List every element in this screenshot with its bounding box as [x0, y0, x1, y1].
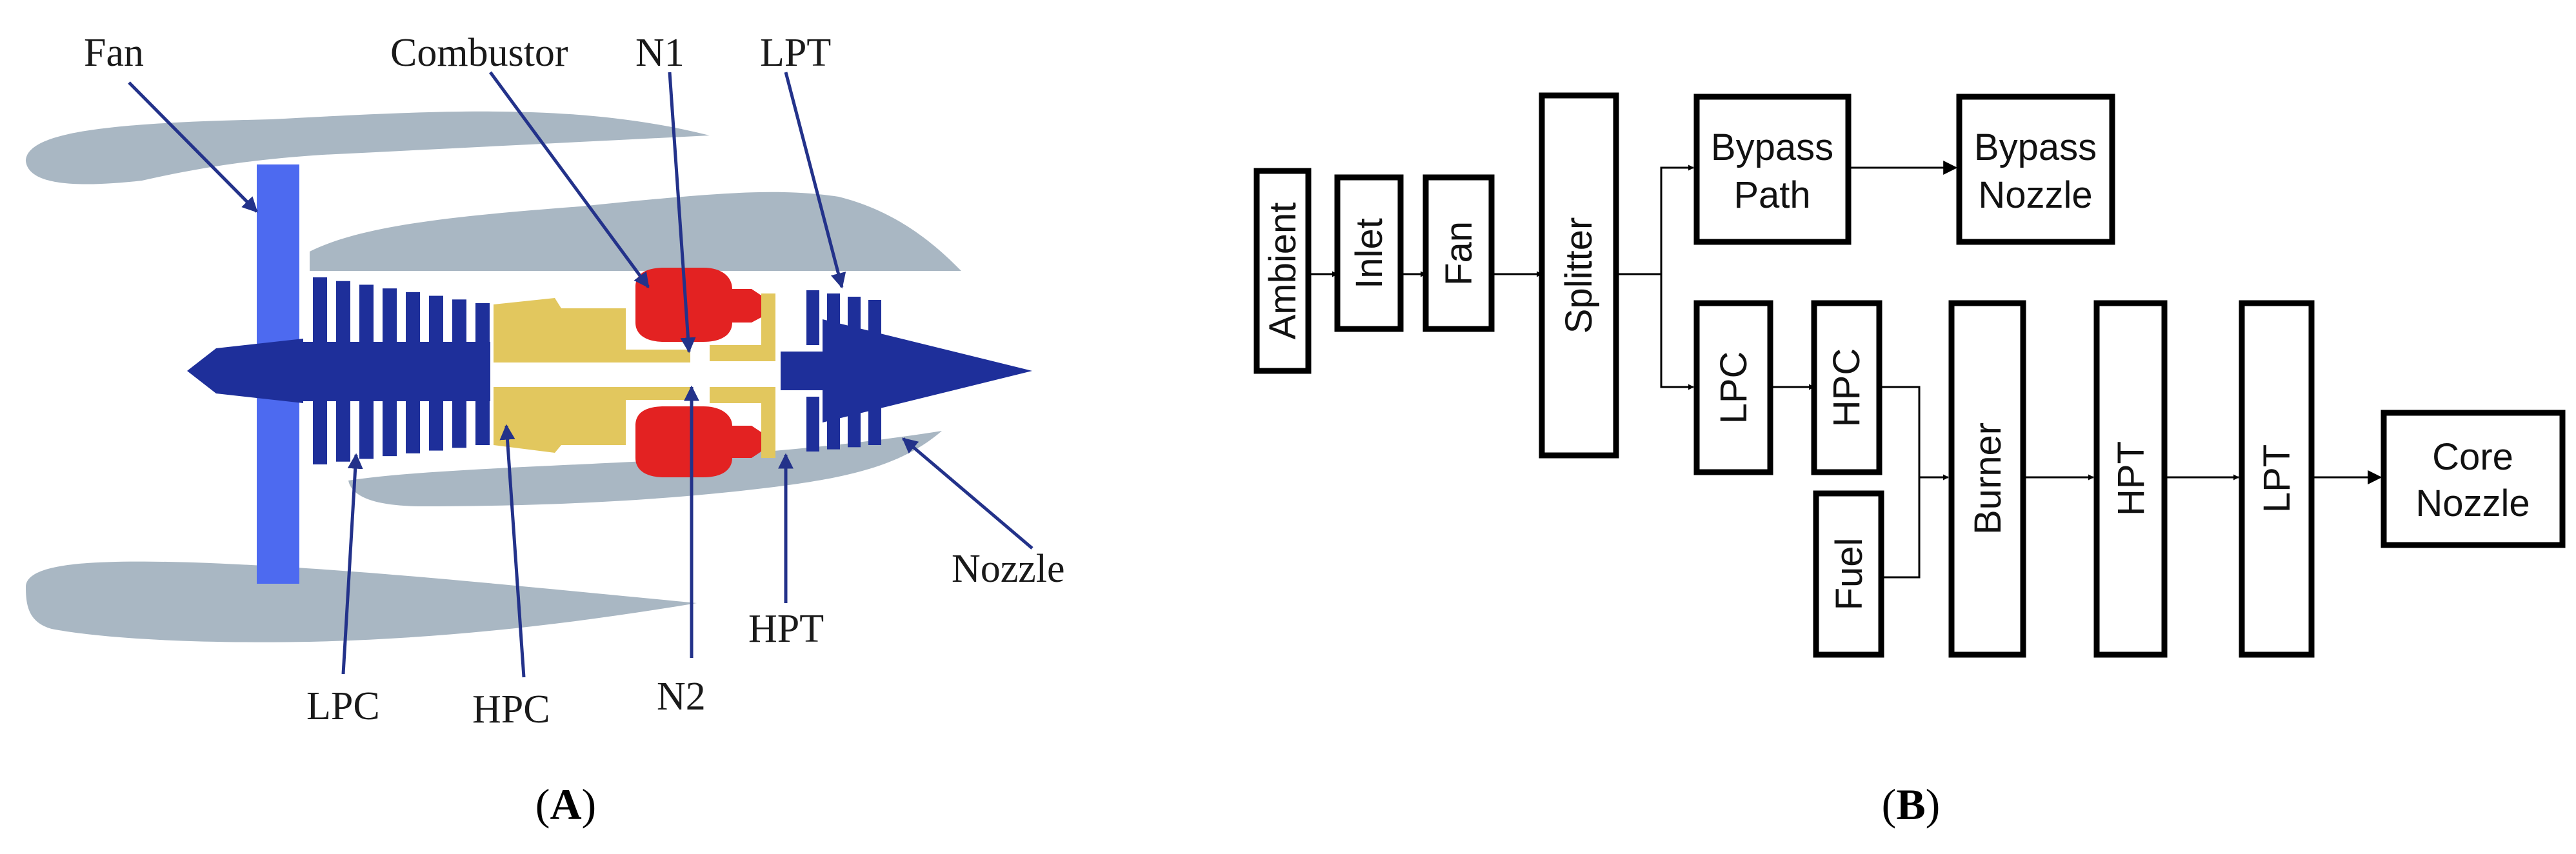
lpc-blade-lower-6 [429, 397, 443, 451]
block-hpc-label: HPC [1826, 348, 1868, 427]
block-bypass-nozzle-label-2: Nozzle [1978, 174, 2092, 216]
lpt-blade-lower-2 [827, 397, 840, 450]
block-fan [1423, 174, 1495, 332]
lpc-blade-lower-2 [336, 397, 350, 462]
lpc-blade-upper-3 [359, 284, 374, 345]
lpt-blade-lower-1 [806, 397, 819, 452]
block-hpc [1811, 300, 1882, 475]
lpt-stages [806, 290, 881, 452]
lpt-blade-lower-3 [848, 397, 861, 448]
lpc-blade-upper-6 [429, 295, 443, 345]
block-fan-label: Fan [1438, 221, 1480, 286]
block-burner [1948, 300, 2026, 658]
block-bypass-path [1693, 94, 1852, 245]
block-bypass-path-label-2: Path [1733, 174, 1810, 216]
caption-a: (A) [535, 780, 596, 829]
block-bypass-nozzle-label-1: Bypass [1974, 126, 2097, 168]
block-lpt [2239, 300, 2315, 658]
hp-spool [494, 293, 775, 458]
label-n2: N2 [657, 675, 706, 719]
label-hpt: HPT [748, 607, 824, 651]
label-combustor: Combustor [390, 31, 568, 75]
block-core-nozzle [2381, 410, 2566, 548]
lpc-stages [313, 277, 490, 464]
lpt-blade-upper-2 [827, 293, 840, 345]
lpc-blade-upper-7 [452, 299, 466, 345]
block-core-nozzle-label-2: Nozzle [2415, 482, 2530, 524]
lpt-blade-upper-1 [806, 290, 819, 345]
lpc-blade-upper-1 [313, 277, 327, 345]
label-lpc: LPC [306, 684, 380, 728]
upper-nacelle [26, 111, 710, 184]
label-nozzle: Nozzle [952, 547, 1065, 591]
connectors [1308, 161, 2382, 579]
panel-a-engine-diagram: Fan Combustor N1 LPT Nozzle HPT LPC HPC … [26, 31, 1065, 829]
block-hpt-label: HPT [2110, 441, 2152, 516]
block-inlet-label: Inlet [1348, 218, 1390, 289]
lpc-blade-upper-8 [475, 303, 490, 345]
lpc-blade-lower-4 [383, 397, 397, 457]
lpt-blade-upper-4 [868, 300, 881, 345]
caption-b: (B) [1882, 780, 1941, 829]
block-hpt [2093, 300, 2168, 658]
block-lpc-label: LPC [1713, 352, 1755, 424]
leader-lines [128, 71, 1033, 678]
lpc-blade-lower-3 [359, 397, 374, 459]
lpt-blade-upper-3 [848, 297, 861, 345]
label-lpt: LPT [760, 31, 831, 75]
label-fan: Fan [84, 31, 144, 75]
block-fuel-label: Fuel [1828, 538, 1870, 611]
block-fuel [1813, 490, 1884, 658]
lpc-blade-upper-2 [336, 281, 350, 345]
block-lpt-label: LPT [2256, 444, 2298, 513]
combustor-cans [635, 268, 761, 477]
block-ambient-label: Ambient [1262, 203, 1304, 340]
lower-nacelle [26, 561, 697, 642]
label-hpc: HPC [472, 688, 550, 731]
lpc-blade-lower-5 [406, 397, 420, 453]
lpc-blade-lower-8 [475, 397, 490, 445]
block-bypass-nozzle [1956, 94, 2115, 245]
lpc-blade-upper-5 [406, 292, 420, 345]
block-core-nozzle-label-1: Core [2432, 436, 2513, 478]
block-lpc [1693, 300, 1773, 475]
block-splitter-label: Splitter [1558, 217, 1600, 334]
lpc-blade-upper-4 [383, 288, 397, 345]
block-burner-label: Burner [1967, 422, 2009, 535]
block-splitter [1539, 92, 1619, 459]
label-n1: N1 [635, 31, 684, 75]
block-inlet [1334, 174, 1404, 332]
lpc-blade-lower-1 [313, 397, 327, 464]
lpt-blade-lower-4 [868, 397, 881, 445]
lpc-blade-lower-7 [452, 397, 466, 448]
block-ambient [1253, 168, 1312, 374]
block-bypass-path-label-1: Bypass [1711, 126, 1833, 168]
panel-b-block-diagram: Ambient Inlet Fan Splitter LPC HPC Fuel … [1253, 92, 2566, 829]
upper-core-cowl [310, 192, 961, 271]
